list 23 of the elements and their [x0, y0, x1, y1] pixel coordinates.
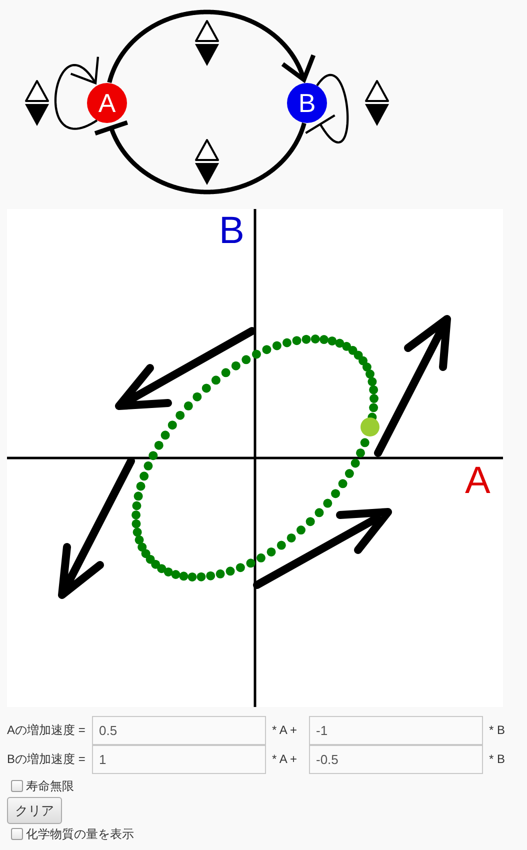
- self-loop-inhibition-line: [304, 74, 349, 144]
- axis-label: A: [465, 462, 490, 500]
- input-field: 0.5: [92, 716, 266, 745]
- term-text: * A +: [272, 722, 298, 738]
- term-text: * B: [489, 751, 506, 767]
- inhibition-line: [92, 120, 306, 194]
- rate-label: Bの増加速度 =: [7, 751, 86, 767]
- self-loop-arrow: [54, 56, 100, 130]
- node-circle: [87, 83, 127, 123]
- clear-button: クリア: [7, 797, 62, 824]
- term-text: * A +: [272, 751, 298, 767]
- input-field: -0.5: [309, 745, 483, 774]
- term-text: * B: [489, 722, 506, 738]
- arrow: [107, 10, 316, 84]
- rate-label: Aの増加速度 =: [7, 722, 86, 738]
- axis-label: B: [219, 212, 244, 250]
- input-field: -1: [309, 716, 483, 745]
- checkbox-label: 寿命無限: [26, 778, 74, 794]
- node-label: B: [298, 90, 316, 116]
- node-circle: [287, 83, 327, 123]
- input-field: 1: [92, 745, 266, 774]
- node-label: A: [98, 90, 116, 116]
- checkbox-label: 化学物質の量を表示: [26, 826, 134, 842]
